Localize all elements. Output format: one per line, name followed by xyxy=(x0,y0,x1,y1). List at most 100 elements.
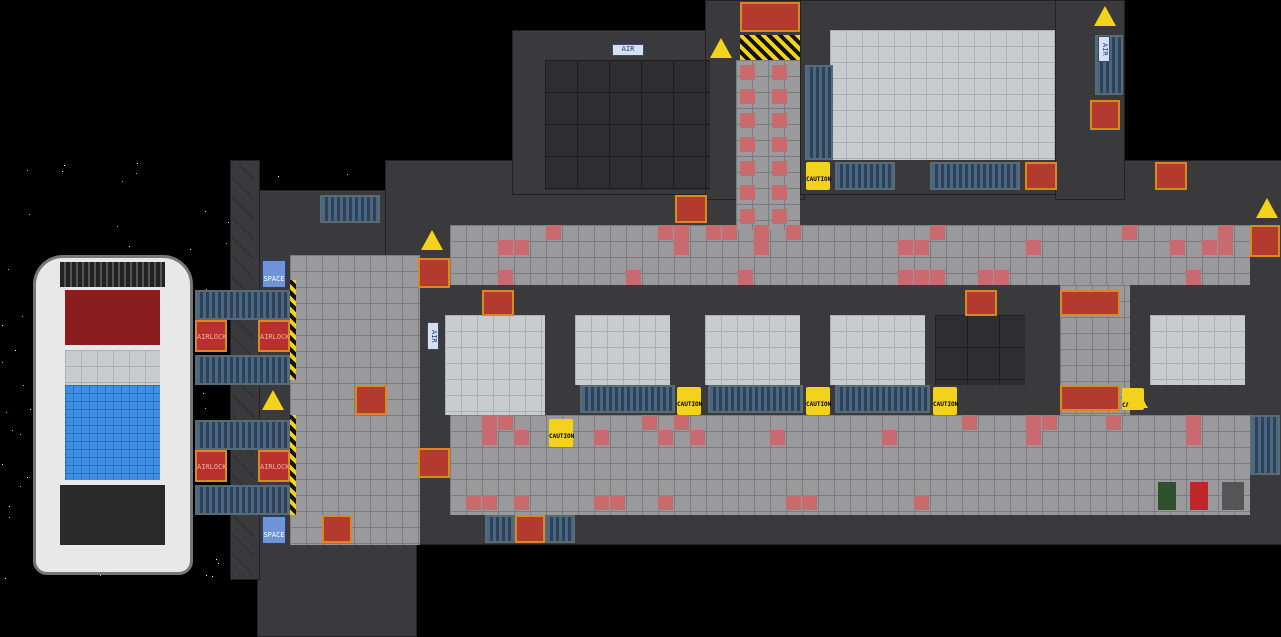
door[interactable] xyxy=(482,290,514,316)
hazard-tile xyxy=(786,495,801,510)
hazard-tile xyxy=(610,495,625,510)
star xyxy=(347,174,348,175)
door[interactable] xyxy=(675,195,707,223)
hazard-tile xyxy=(706,225,721,240)
star xyxy=(6,412,7,413)
space-sign: SPACE xyxy=(262,516,286,544)
hazard-tile xyxy=(740,161,755,176)
star xyxy=(117,226,118,227)
vending-machine[interactable] xyxy=(1158,482,1176,510)
window xyxy=(545,515,575,543)
door[interactable] xyxy=(1090,100,1120,130)
star xyxy=(2,362,3,363)
hazard-tile xyxy=(802,495,817,510)
star xyxy=(136,173,137,174)
hazard-tile xyxy=(1218,240,1233,255)
hazard-tile xyxy=(594,495,609,510)
hazard-tile xyxy=(1170,240,1185,255)
star xyxy=(62,171,63,172)
airlock-door[interactable]: AIRLOCK xyxy=(195,320,227,352)
hazard-tile xyxy=(722,225,737,240)
caution-sign: CAUTION xyxy=(549,419,573,447)
air-alarm-sign[interactable]: AIR xyxy=(1098,36,1110,62)
door[interactable] xyxy=(965,290,997,316)
hazard-tile xyxy=(498,240,513,255)
hazard-tile xyxy=(740,185,755,200)
hazard-tile xyxy=(514,495,529,510)
vending-machine[interactable] xyxy=(1190,482,1208,510)
shuttle-mid-floor xyxy=(65,350,160,385)
hazard-tile xyxy=(1106,415,1121,430)
door[interactable] xyxy=(1060,290,1120,316)
star xyxy=(206,575,207,576)
star xyxy=(137,163,138,164)
window xyxy=(195,290,290,320)
door[interactable] xyxy=(1025,162,1057,190)
air-alarm-sign[interactable]: AIR xyxy=(427,322,439,350)
star xyxy=(203,393,204,394)
hazard-tile xyxy=(1202,240,1217,255)
star xyxy=(216,559,217,560)
star xyxy=(226,243,227,244)
hazard-tile xyxy=(772,89,787,104)
hazard-tile xyxy=(594,430,609,445)
hazard-tile xyxy=(466,495,481,510)
airlock-door[interactable]: AIRLOCK xyxy=(195,450,227,482)
hazard-tile xyxy=(740,89,755,104)
star xyxy=(8,269,9,270)
window xyxy=(835,385,930,413)
cabin-floor xyxy=(1150,315,1245,385)
shuttle-engines xyxy=(60,485,165,545)
shuttle-cabin-floor xyxy=(65,385,160,480)
caution-sign: CAUTION xyxy=(677,387,701,415)
airlock-door[interactable]: AIRLOCK xyxy=(258,320,290,352)
vending-machine[interactable] xyxy=(1222,482,1244,510)
star xyxy=(22,316,23,317)
star xyxy=(12,430,13,431)
airlock-door[interactable]: AIRLOCK xyxy=(258,450,290,482)
door[interactable] xyxy=(355,385,387,415)
star xyxy=(20,434,21,435)
star xyxy=(122,181,123,182)
lab-floor xyxy=(830,30,1055,160)
door[interactable] xyxy=(1155,162,1187,190)
hazard-tile xyxy=(498,270,513,285)
door[interactable] xyxy=(322,515,352,543)
hazard-tile xyxy=(674,240,689,255)
star xyxy=(190,249,191,250)
star xyxy=(27,477,28,478)
star xyxy=(205,211,206,212)
door[interactable] xyxy=(1060,385,1120,411)
warning-sign-icon xyxy=(1126,388,1148,408)
window xyxy=(580,385,675,413)
window xyxy=(1250,415,1280,475)
star xyxy=(9,506,10,507)
star xyxy=(212,576,213,577)
door[interactable] xyxy=(1250,225,1280,257)
caution-sign: CAUTION xyxy=(806,387,830,415)
hazard-tile xyxy=(930,270,945,285)
warning-sign-icon xyxy=(421,230,443,250)
door[interactable] xyxy=(418,448,450,478)
door[interactable] xyxy=(515,515,545,543)
shuttle-vent xyxy=(60,262,165,287)
hazard-tile xyxy=(772,161,787,176)
star xyxy=(64,165,65,166)
hazard-tile xyxy=(498,415,513,430)
door[interactable] xyxy=(740,2,800,32)
hazard-tile xyxy=(962,415,977,430)
hazard-tile xyxy=(1122,225,1137,240)
air-alarm-sign[interactable]: AIR xyxy=(612,44,644,56)
hazard-tile xyxy=(690,430,705,445)
hazard-tile xyxy=(1026,415,1041,430)
star xyxy=(15,350,16,351)
star xyxy=(218,563,219,564)
warning-sign-icon xyxy=(710,38,732,58)
cabin-floor xyxy=(830,315,925,385)
star xyxy=(5,578,6,579)
warning-sign-icon xyxy=(1256,198,1278,218)
star xyxy=(20,486,21,487)
door[interactable] xyxy=(418,258,450,288)
cabin-floor xyxy=(705,315,800,385)
